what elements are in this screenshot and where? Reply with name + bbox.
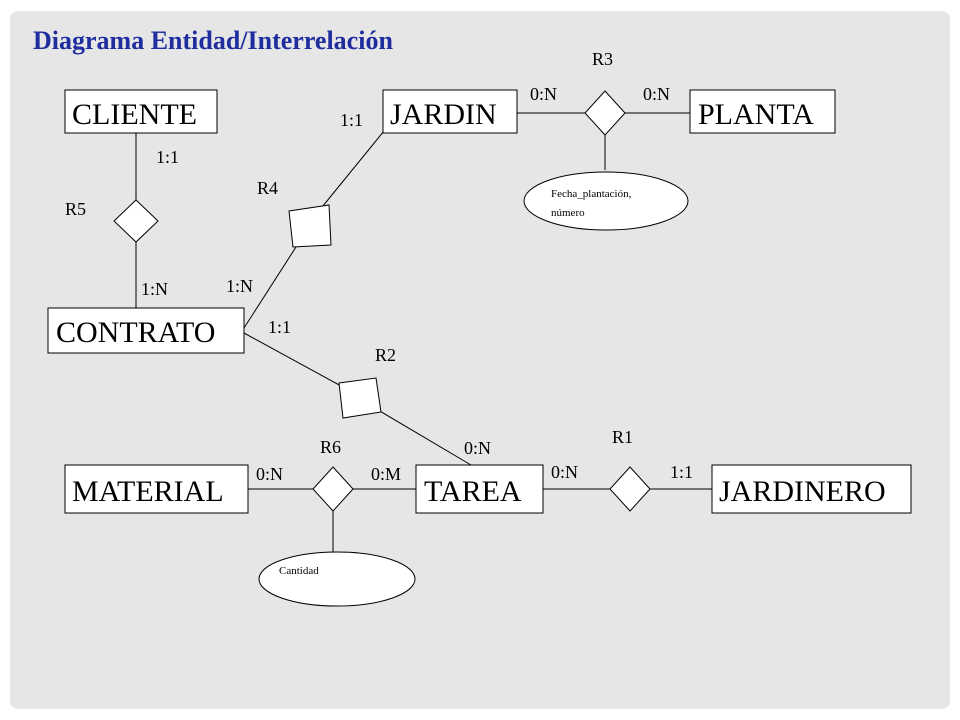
relationship-r4-label: R4 xyxy=(257,178,278,198)
entity-cliente-label: CLIENTE xyxy=(72,98,197,131)
cardinality-r3-planta: 0:N xyxy=(643,84,670,104)
cardinality-r5-contrato: 1:N xyxy=(141,279,168,299)
cardinality-r5-cliente: 1:1 xyxy=(156,147,179,167)
edge-contrato-r4 xyxy=(243,246,297,329)
entity-jardin-label: JARDIN xyxy=(390,98,497,131)
relationship-r4-diamond[interactable] xyxy=(288,204,332,248)
entity-contrato[interactable]: CONTRATO xyxy=(47,307,245,354)
entity-jardinero-label: JARDINERO xyxy=(719,475,886,508)
relationship-r1-label: R1 xyxy=(612,427,633,447)
attribute-r3-line1: Fecha_plantación, xyxy=(551,188,632,200)
entity-tarea[interactable]: TAREA xyxy=(415,464,544,514)
connectors xyxy=(135,112,712,556)
entity-cliente[interactable]: CLIENTE xyxy=(64,89,218,134)
edge-r4-jardin xyxy=(317,130,385,213)
entity-material[interactable]: MATERIAL xyxy=(64,464,249,514)
cardinality-r6-material: 0:N xyxy=(256,464,283,484)
edge-r2-tarea xyxy=(372,406,472,466)
relationship-r1-diamond[interactable] xyxy=(609,466,651,512)
cardinality-r2-contrato: 1:1 xyxy=(268,317,291,337)
entity-tarea-label: TAREA xyxy=(424,475,522,508)
entity-jardin[interactable]: JARDIN xyxy=(382,89,518,134)
entity-contrato-label: CONTRATO xyxy=(56,316,215,349)
cardinality-r1-jardinero: 1:1 xyxy=(670,462,693,482)
entity-jardinero[interactable]: JARDINERO xyxy=(711,464,912,514)
cardinality-r3-jardin: 0:N xyxy=(530,84,557,104)
cardinality-r4-contrato: 1:N xyxy=(226,276,253,296)
attribute-r6-label: Cantidad xyxy=(279,565,319,577)
diagram-title: Diagrama Entidad/Interrelación xyxy=(33,26,393,55)
relationship-r6-label: R6 xyxy=(320,437,341,457)
attribute-r6-ellipse[interactable] xyxy=(258,551,416,607)
relationship-r5-diamond[interactable] xyxy=(113,199,159,243)
cardinality-r1-tarea: 0:N xyxy=(551,462,578,482)
relationship-r2-diamond[interactable] xyxy=(338,377,382,419)
cardinality-r4-jardin: 1:1 xyxy=(340,110,363,130)
entity-planta[interactable]: PLANTA xyxy=(689,89,836,134)
relationship-r3-label: R3 xyxy=(592,49,613,69)
relationship-r3-diamond[interactable] xyxy=(584,90,626,136)
entity-material-label: MATERIAL xyxy=(72,475,224,508)
cardinality-r6-tarea: 0:M xyxy=(371,464,401,484)
attribute-r3-ellipse[interactable] xyxy=(523,171,689,231)
relationship-r2-label: R2 xyxy=(375,345,396,365)
relationship-r5-label: R5 xyxy=(65,199,86,219)
attribute-r3-line2: número xyxy=(551,207,585,219)
edge-contrato-r2 xyxy=(243,332,342,387)
relationship-r6-diamond[interactable] xyxy=(312,466,354,512)
cardinality-r2-tarea: 0:N xyxy=(464,438,491,458)
entity-planta-label: PLANTA xyxy=(698,98,814,131)
